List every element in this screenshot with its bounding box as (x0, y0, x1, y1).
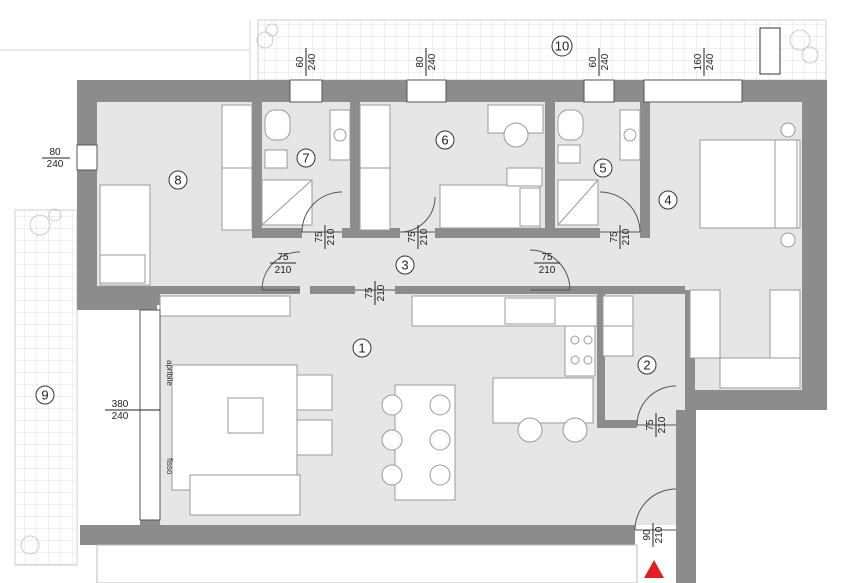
plant-icon (20, 23, 819, 555)
svg-text:80: 80 (415, 56, 426, 68)
windows (76, 79, 743, 521)
door-label-8: 75 210 (270, 252, 296, 276)
lower-units (96, 544, 638, 583)
svg-text:210: 210 (654, 526, 665, 543)
svg-text:75: 75 (645, 419, 656, 431)
svg-text:60: 60 (588, 56, 599, 68)
room-5: 5 (593, 158, 613, 178)
door-label-2: 75 210 (645, 413, 668, 437)
svg-text:240: 240 (47, 159, 64, 170)
door-label-5: 75 210 (534, 252, 560, 276)
svg-text:210: 210 (621, 228, 632, 245)
room-number: 3 (401, 258, 408, 273)
window-label-4: 160 240 (693, 48, 716, 76)
svg-text:75: 75 (277, 252, 289, 263)
window-label-1: 380 240 (105, 399, 160, 422)
room-1: 1 (352, 338, 372, 358)
room-7: 7 (296, 148, 316, 168)
svg-text:160: 160 (693, 53, 704, 70)
svg-text:240: 240 (600, 53, 611, 70)
room-2: 2 (637, 355, 657, 375)
window-label-6: 80 240 (415, 48, 438, 76)
room-number: 4 (664, 193, 671, 208)
window-label-8: 80 240 (42, 147, 70, 170)
room-number: 7 (302, 151, 309, 166)
svg-text:210: 210 (419, 228, 430, 245)
svg-text:210: 210 (657, 416, 668, 433)
svg-text:75: 75 (364, 287, 375, 299)
svg-text:80: 80 (49, 147, 61, 158)
svg-text:210: 210 (275, 265, 292, 276)
planter (759, 27, 781, 75)
svg-text:240: 240 (427, 53, 438, 70)
furniture (99, 104, 801, 516)
svg-text:210: 210 (326, 228, 337, 245)
room-number: 5 (599, 161, 606, 176)
glazing-fixed-label: fisso (165, 458, 174, 475)
room-number: 2 (643, 358, 650, 373)
svg-text:90: 90 (642, 529, 653, 541)
window-label-7: 60 240 (295, 48, 318, 76)
door-label-entry: 90 210 (642, 523, 665, 547)
svg-text:240: 240 (112, 411, 129, 422)
room-number: 10 (555, 39, 569, 54)
glazing-opening-label: apribile (165, 360, 174, 386)
room-9: 9 (35, 385, 55, 405)
room-6: 6 (435, 130, 455, 150)
room-number: 6 (441, 133, 448, 148)
room-10: 10 (551, 35, 573, 57)
svg-text:75: 75 (609, 231, 620, 243)
door-label-7: 75 210 (314, 225, 337, 249)
svg-text:60: 60 (295, 56, 306, 68)
svg-text:240: 240 (307, 53, 318, 70)
terrace-10 (257, 19, 827, 81)
svg-text:210: 210 (539, 265, 556, 276)
svg-text:240: 240 (705, 53, 716, 70)
window-label-5: 60 240 (588, 48, 611, 76)
svg-text:75: 75 (541, 252, 553, 263)
room-number: 1 (358, 341, 365, 356)
svg-text:210: 210 (376, 284, 387, 301)
door-label-4: 75 210 (609, 225, 632, 249)
svg-text:75: 75 (314, 231, 325, 243)
svg-text:75: 75 (407, 231, 418, 243)
room-number: 8 (174, 173, 181, 188)
room-number: 9 (41, 388, 48, 403)
entry-marker (644, 560, 664, 578)
room-8: 8 (168, 170, 188, 190)
room-3: 3 (395, 255, 415, 275)
door-label-6: 75 210 (407, 225, 430, 249)
door-label-1: 75 210 (364, 281, 387, 305)
svg-text:380: 380 (112, 399, 129, 410)
room-4: 4 (658, 190, 678, 210)
